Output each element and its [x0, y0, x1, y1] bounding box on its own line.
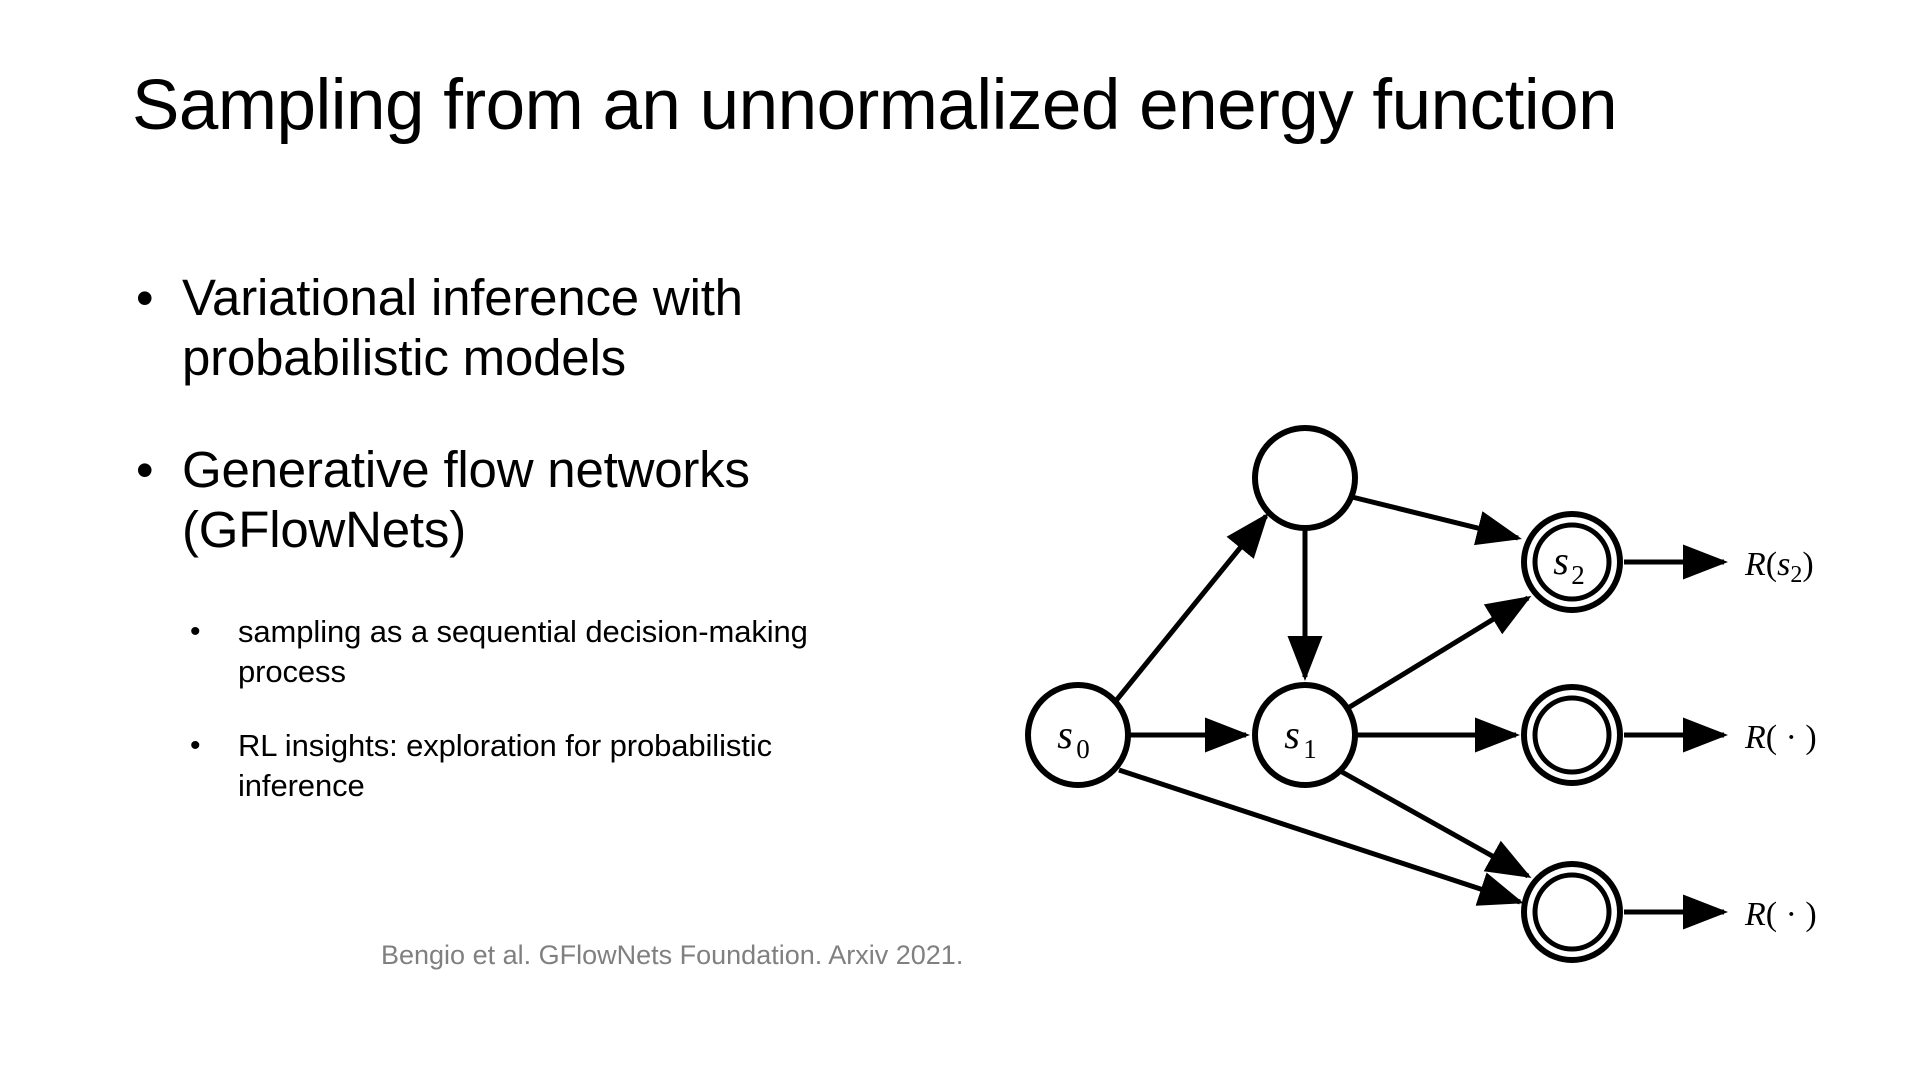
- reward-arrows: [1624, 544, 1729, 930]
- list-item: • Variational inference with probabilist…: [132, 268, 952, 388]
- node-s0-label: s: [1057, 712, 1073, 757]
- node-s0: [1025, 682, 1131, 788]
- node-s1-label: s: [1284, 712, 1300, 757]
- bullet-marker-icon: •: [136, 442, 154, 498]
- node-s2-subscript: 2: [1571, 560, 1585, 590]
- citation-text: Bengio et al. GFlowNets Foundation. Arxi…: [381, 940, 964, 970]
- sub-bullet-list: • sampling as a sequential decision-maki…: [132, 612, 952, 806]
- node-s1-subscript: 1: [1303, 734, 1317, 764]
- node-s1: [1252, 682, 1358, 788]
- page-title: Sampling from an unnormalized energy fun…: [132, 66, 1618, 145]
- diagram-nodes: s 0 s 1 s 2: [1025, 425, 1623, 963]
- bullet-marker-icon: •: [190, 729, 201, 762]
- edge-s1-s2: [1346, 595, 1532, 711]
- node-s0-subscript: 0: [1076, 734, 1090, 764]
- reward-label-terminal-bottom: R( · ): [1744, 896, 1817, 933]
- node-s2-inner-ring: [1532, 522, 1612, 602]
- bullet-marker-icon: •: [136, 270, 154, 326]
- list-item: • sampling as a sequential decision-maki…: [190, 612, 952, 692]
- list-item: • Generative flow networks (GFlowNets): [132, 440, 952, 560]
- list-item: • RL insights: exploration for probabili…: [190, 726, 952, 806]
- edge-s0-tbot: [1118, 767, 1524, 906]
- node-terminal-middle-inner-ring: [1532, 695, 1612, 775]
- bullet-marker-icon: •: [190, 615, 201, 648]
- edge-s0-top: [1113, 512, 1269, 704]
- reward-labels: R(s2) R( · ) R( · ): [1744, 546, 1817, 933]
- sub-bullet-text: RL insights: exploration for probabilist…: [238, 728, 772, 803]
- gflownet-diagram: s 0 s 1 s 2: [980, 390, 1920, 1010]
- node-terminal-bottom-inner-ring: [1532, 872, 1612, 952]
- node-top: [1252, 425, 1358, 531]
- diagram-edges: [1113, 494, 1532, 906]
- sub-bullet-text: sampling as a sequential decision-making…: [238, 614, 808, 689]
- edge-top-s2: [1351, 494, 1522, 546]
- bullet-text: Variational inference with probabilistic…: [182, 269, 743, 386]
- edge-s1-tbot: [1340, 769, 1532, 879]
- reward-label-s2: R(s2): [1744, 546, 1814, 588]
- reward-label-terminal-middle: R( · ): [1744, 719, 1817, 756]
- bullet-text: Generative flow networks (GFlowNets): [182, 441, 750, 558]
- bullet-list: • Variational inference with probabilist…: [132, 268, 952, 840]
- node-s2-label: s: [1553, 538, 1569, 583]
